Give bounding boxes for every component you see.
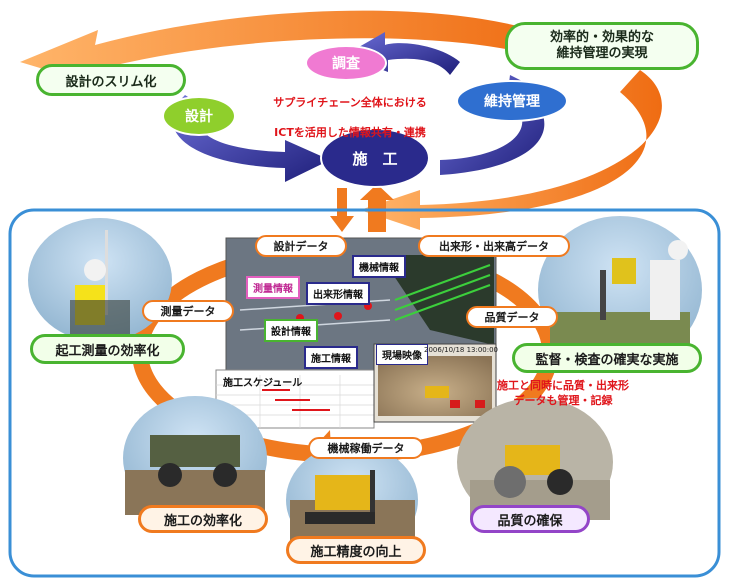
effect-precision: 施工精度の向上 xyxy=(286,536,426,564)
tag-survey-data: 測量データ xyxy=(142,300,234,322)
screen-timestamp: 2006/10/18 13:00:00 xyxy=(424,346,498,354)
goal-slim-design-label: 設計のスリム化 xyxy=(65,74,157,90)
design-node: 設計 xyxy=(162,96,236,136)
survey-node: 調査 xyxy=(305,45,387,81)
design-label: 設計 xyxy=(185,109,213,125)
effect-surveying: 起工測量の効率化 xyxy=(30,334,185,364)
tag-survey-data-label: 測量データ xyxy=(160,305,216,318)
effect-precision-label: 施工精度の向上 xyxy=(310,544,402,560)
screen-tag-design-info-label: 設計情報 xyxy=(271,327,311,338)
screen-tag-survey-info: 測量情報 xyxy=(246,276,300,299)
tag-quality-data-label: 品質データ xyxy=(484,311,540,324)
goal-slim-design: 設計のスリム化 xyxy=(36,64,186,96)
down-arrow-shaft xyxy=(337,188,347,218)
effect-surveying-label: 起工測量の効率化 xyxy=(55,343,160,359)
tag-design-data: 設計データ xyxy=(255,235,347,257)
screen-timestamp-label: 2006/10/18 13:00:00 xyxy=(424,346,499,354)
field-frame xyxy=(8,208,721,578)
tag-machine-data: 機械稼働データ xyxy=(308,437,424,459)
screen-tag-site-video-label: 現場映像 xyxy=(382,351,422,362)
maintenance-label: 維持管理 xyxy=(484,94,540,110)
construction-label: 施 工 xyxy=(352,149,398,168)
screen-terrain xyxy=(380,255,494,345)
effect-quality: 品質の確保 xyxy=(470,505,590,533)
tag-asbuilt-data: 出来形・出来高データ xyxy=(418,235,570,257)
screen-tag-construction-info: 施工情報 xyxy=(304,346,358,369)
tag-quality-data: 品質データ xyxy=(466,306,558,328)
down-arrow-head xyxy=(330,216,354,232)
screen-tag-asbuilt-info: 出来形情報 xyxy=(306,282,370,305)
effect-construction-efficiency-label: 施工の効率化 xyxy=(163,513,242,529)
up-arrow-head xyxy=(360,184,394,200)
effect-construction-efficiency: 施工の効率化 xyxy=(138,505,268,533)
photo-construction-efficiency xyxy=(123,396,267,520)
survey-label: 調査 xyxy=(332,56,360,72)
up-arrow-shaft xyxy=(368,196,386,232)
center-caption: サプライチェーン全体における ICTを活用した情報共有・連携 xyxy=(245,80,455,140)
screen-tag-schedule-label: 施工スケジュール xyxy=(223,378,303,389)
screen-tag-design-info: 設計情報 xyxy=(264,319,318,342)
screen-tag-asbuilt-info-label: 出来形情報 xyxy=(313,290,363,301)
screen-tag-survey-info-label: 測量情報 xyxy=(253,284,293,295)
ring-arrow-left xyxy=(172,95,330,182)
maintenance-node: 維持管理 xyxy=(456,80,568,122)
tag-machine-data-label: 機械稼働データ xyxy=(327,442,405,455)
maintenance-to-design-arrow xyxy=(20,10,560,86)
screen-tag-schedule: 施工スケジュール xyxy=(218,372,307,391)
screen-tag-machine-info: 機械情報 xyxy=(352,255,406,278)
photo-precision xyxy=(286,444,418,556)
center-caption-line2: ICTを活用した情報共有・連携 xyxy=(274,126,426,139)
effect-inspection: 監督・検査の確実な実施 xyxy=(512,343,702,373)
screen-tag-machine-info-label: 機械情報 xyxy=(359,263,399,274)
tag-design-data-label: 設計データ xyxy=(273,240,329,253)
maintenance-loop-arrow xyxy=(360,70,662,230)
screen-tag-site-video: 現場映像 xyxy=(376,344,428,365)
photo-surveying xyxy=(28,218,172,342)
screen-tag-construction-info-label: 施工情報 xyxy=(311,354,351,365)
effect-inspection-label: 監督・検査の確実な実施 xyxy=(535,352,679,368)
goal-efficient-maintenance-label: 効率的・効果的な 維持管理の実現 xyxy=(549,30,654,61)
record-note: 施工と同時に品質・出来形 データも管理・記録 xyxy=(497,379,629,407)
construction-node: 施 工 xyxy=(320,128,430,188)
effect-quality-label: 品質の確保 xyxy=(497,513,563,529)
tag-asbuilt-data-label: 出来形・出来高データ xyxy=(439,240,549,253)
goal-efficient-maintenance: 効率的・効果的な 維持管理の実現 xyxy=(505,22,699,70)
center-caption-line1: サプライチェーン全体における xyxy=(273,96,427,109)
